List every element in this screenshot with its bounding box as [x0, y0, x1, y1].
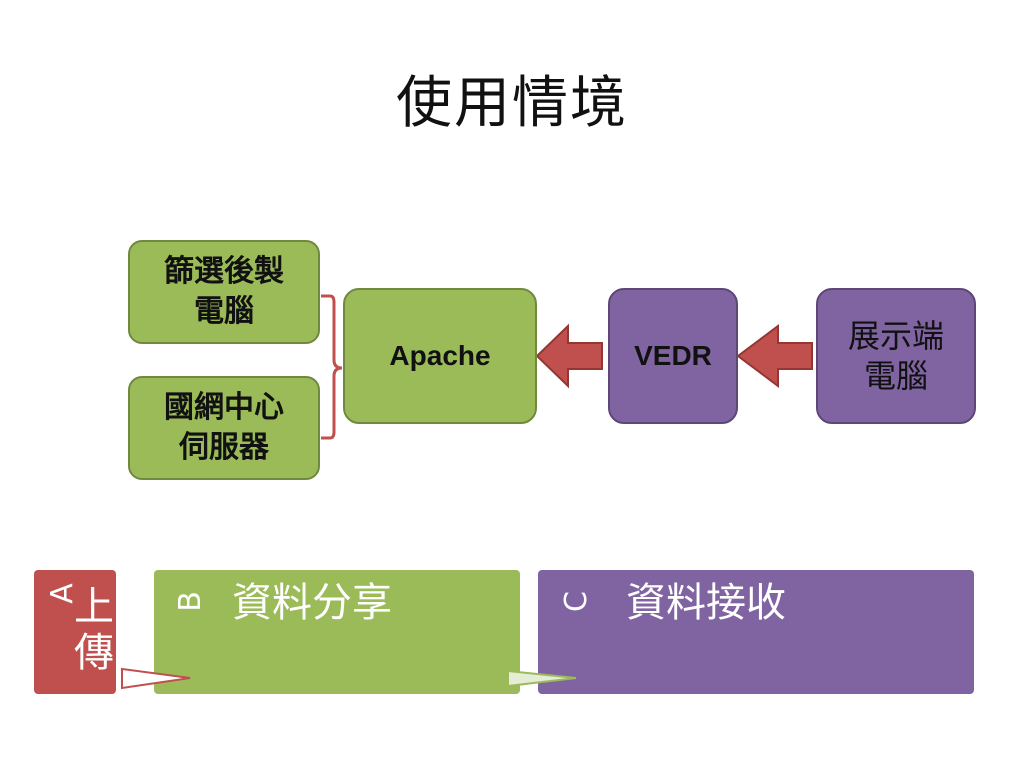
vedr-node: VEDR	[608, 288, 738, 424]
slide-title: 使用情境	[396, 71, 628, 136]
stage-c-name: 資料接收	[626, 580, 786, 626]
display-pc-line2: 電腦	[863, 357, 928, 395]
national-server-node: 國網中心 伺服器	[128, 376, 320, 480]
apache-node: Apache	[343, 288, 537, 424]
vedr-label: VEDR	[634, 340, 712, 371]
national-server-line2: 伺服器	[179, 430, 269, 465]
stage-c: C 資料接收	[538, 570, 974, 694]
national-server-line1: 國網中心	[164, 390, 284, 425]
display-pc-node: 展示端 電腦	[816, 288, 976, 424]
stage-a-name: 上傳	[74, 584, 114, 676]
stage-a: A 上傳	[34, 570, 116, 694]
filter-pc-node: 篩選後製 電腦	[128, 240, 320, 344]
stage-b-pointer	[507, 669, 577, 688]
stage-b: B 資料分享	[154, 570, 520, 694]
grouping-bracket	[321, 294, 343, 440]
filter-pc-line2: 電腦	[194, 294, 254, 329]
display-pc-line1: 展示端	[847, 317, 944, 355]
arrow-vedr-to-apache	[535, 323, 603, 389]
stage-b-name: 資料分享	[232, 580, 392, 626]
filter-pc-line1: 篩選後製	[164, 254, 284, 289]
apache-label: Apache	[389, 340, 491, 371]
stage-a-pointer	[121, 667, 191, 690]
arrow-display-to-vedr	[736, 324, 813, 388]
